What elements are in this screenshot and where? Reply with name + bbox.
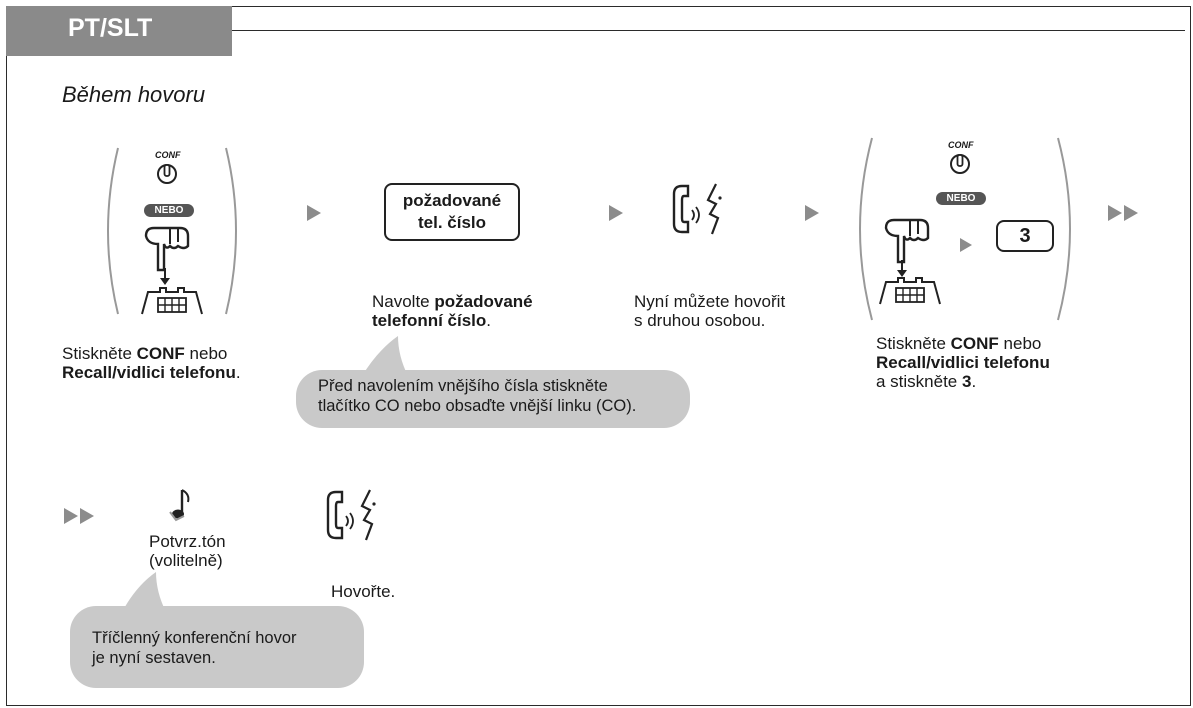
continue-arrow-c <box>64 508 78 524</box>
next-arrow-3 <box>805 205 819 221</box>
header-rule <box>232 30 1185 31</box>
conf-label: CONF <box>155 150 181 160</box>
small-arrow-icon <box>960 238 972 252</box>
nebo-badge-2: NEBO <box>936 192 986 205</box>
left-parenthesis <box>107 147 119 315</box>
step5-text: Potvrz.tón(volitelně) <box>149 532 226 570</box>
left-parenthesis-2 <box>859 137 873 321</box>
right-parenthesis-2 <box>1057 137 1071 321</box>
continue-arrow-b <box>1124 205 1138 221</box>
conf-label-2: CONF <box>948 140 974 150</box>
phone-hookswitch-icon-2 <box>879 277 941 305</box>
next-arrow-1 <box>307 205 321 221</box>
nebo-badge: NEBO <box>144 204 194 217</box>
page-subtitle: Během hovoru <box>62 82 206 107</box>
conf-button-icon <box>157 164 177 184</box>
conf-button-icon-2 <box>950 154 970 174</box>
hand-press-icon <box>144 226 190 272</box>
bubble2-tail <box>122 572 166 612</box>
right-parenthesis <box>225 147 237 315</box>
next-arrow-2 <box>609 205 623 221</box>
handset-talk-icon <box>672 183 722 235</box>
continue-arrow-d <box>80 508 94 524</box>
tone-note-icon <box>169 489 190 522</box>
handset-talk-icon-2 <box>326 489 376 541</box>
continue-arrow-a <box>1108 205 1122 221</box>
bubble1-tail <box>362 336 408 376</box>
page-frame <box>6 6 1191 706</box>
header-tag: PT/SLT <box>6 6 232 56</box>
arrow-down-icon-2 <box>897 260 907 277</box>
arrow-down-icon <box>160 268 170 285</box>
key-3-box: 3 <box>996 220 1054 252</box>
phone-hookswitch-icon <box>141 287 203 315</box>
hand-press-icon-2 <box>884 218 930 264</box>
step6-text: Hovořte. <box>331 582 396 601</box>
